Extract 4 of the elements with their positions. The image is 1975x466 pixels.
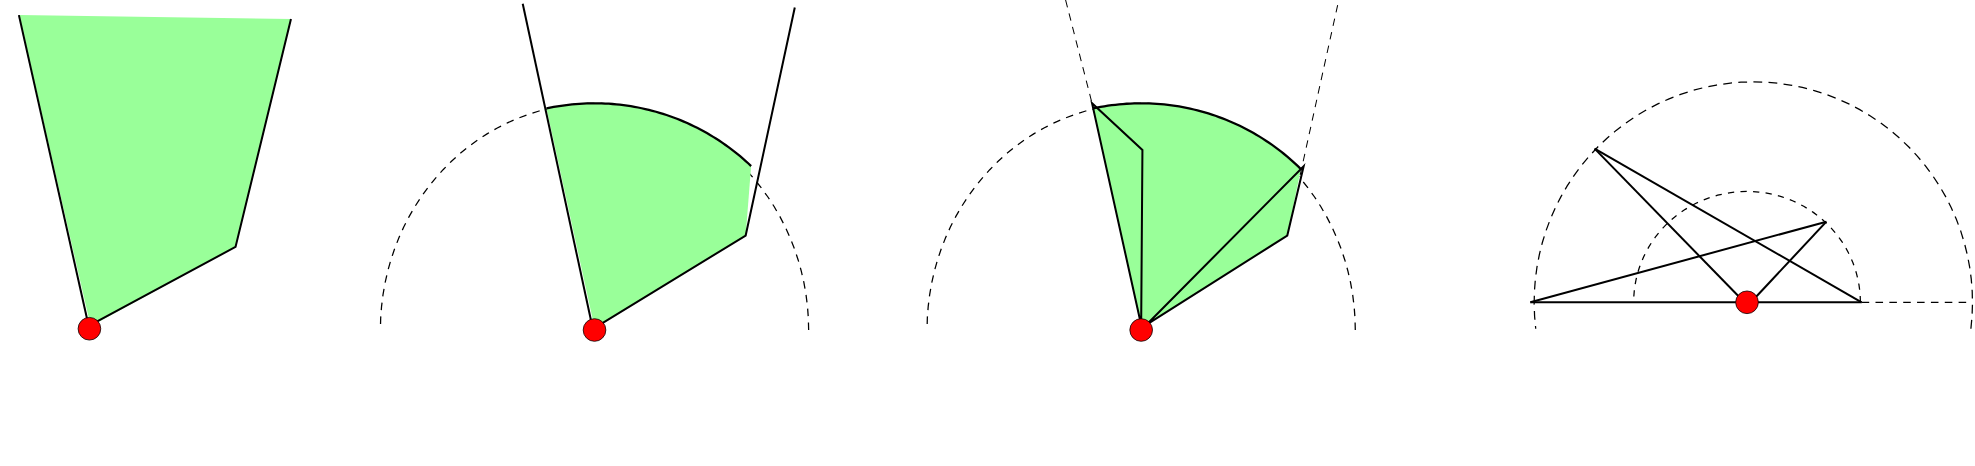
point-marker bbox=[1735, 290, 1759, 314]
point-marker bbox=[1129, 318, 1153, 342]
point-marker bbox=[77, 317, 102, 341]
point-marker bbox=[582, 318, 607, 342]
